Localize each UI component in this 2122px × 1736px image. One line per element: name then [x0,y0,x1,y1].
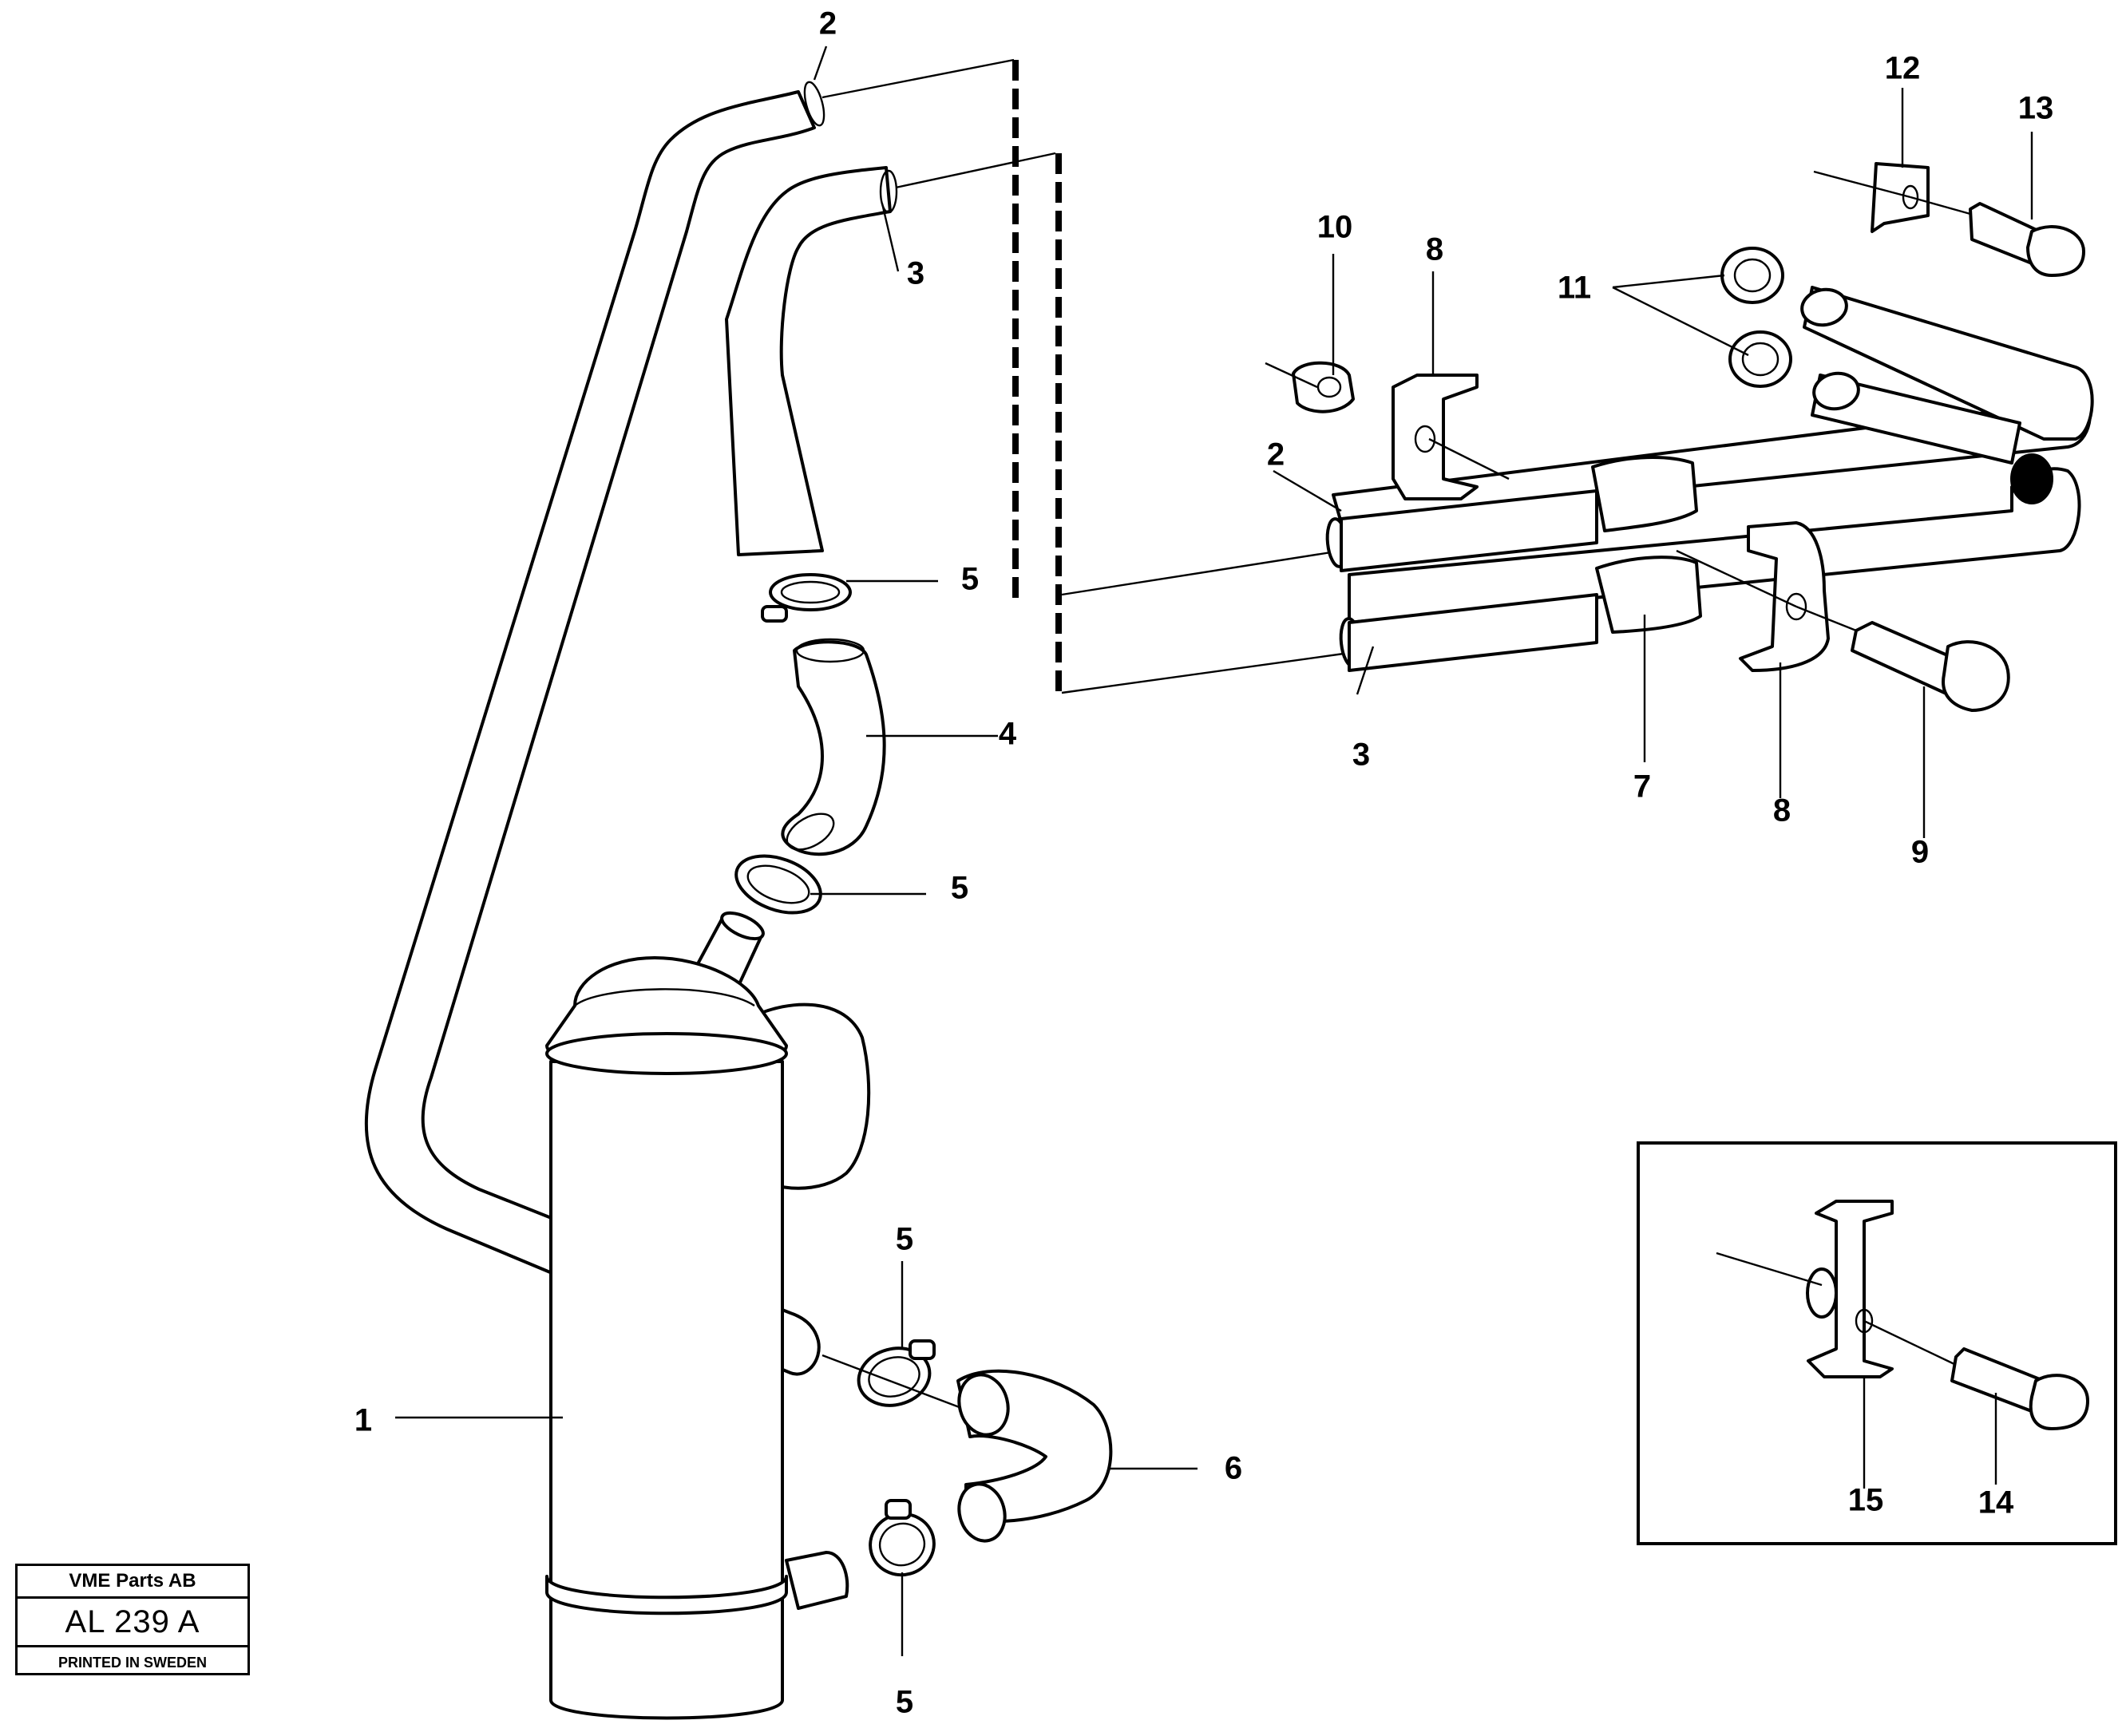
pipe-assembly-right [1325,286,2094,672]
callout-2-mid: 2 [1267,437,1285,473]
hose-clamp-5d [869,1499,936,1577]
stamp-code: AL 239 A [18,1599,247,1647]
callout-13: 13 [2018,91,2054,126]
hose-2-long [364,81,825,1376]
bracket-8-top [1392,374,1510,500]
callout-11: 11 [1558,271,1591,306]
callout-9: 9 [1911,835,1929,870]
bolt-9 [1795,605,2010,712]
callout-15: 15 [1848,1483,1884,1518]
bolt-13 [1910,196,2085,277]
callout-3-top: 3 [907,256,924,291]
hose-clamp-5a [761,573,852,623]
callout-5-b: 5 [951,871,968,906]
callout-12: 12 [1885,51,1921,86]
inset-box [1637,1141,2117,1545]
callout-7: 7 [1633,769,1651,805]
stamp-printed: PRINTED IN SWEDEN [57,1654,207,1671]
callout-5-d: 5 [896,1685,913,1720]
callout-6: 6 [1225,1451,1242,1486]
stamp-company: VME Parts AB [18,1566,247,1599]
hose-clamp-5c [857,1339,936,1407]
callout-14: 14 [1978,1485,2014,1520]
callout-8-top: 8 [1426,232,1443,267]
hose-3-upper [725,166,898,556]
callout-3-bottom: 3 [1352,738,1370,773]
callout-4: 4 [999,717,1017,752]
callout-1: 1 [354,1403,372,1438]
callout-8-bottom: 8 [1773,793,1791,828]
hose-4-elbow [781,638,886,856]
title-stamp: VME Parts AB AL 239 A PRINTED IN SWEDEN [15,1564,250,1675]
callout-2-top: 2 [819,6,837,42]
nut-10 [1265,361,1355,413]
callout-5-a: 5 [961,562,979,597]
bracket-8-bottom [1676,521,1830,672]
callout-10: 10 [1317,210,1353,245]
hose-6-u-bend [956,1369,1113,1543]
hose-clamp-5b [734,854,822,915]
cooler-1 [545,911,871,1720]
plate-12 [1813,162,1930,233]
callout-5-c: 5 [896,1222,913,1257]
washers-11 [1720,247,1792,388]
